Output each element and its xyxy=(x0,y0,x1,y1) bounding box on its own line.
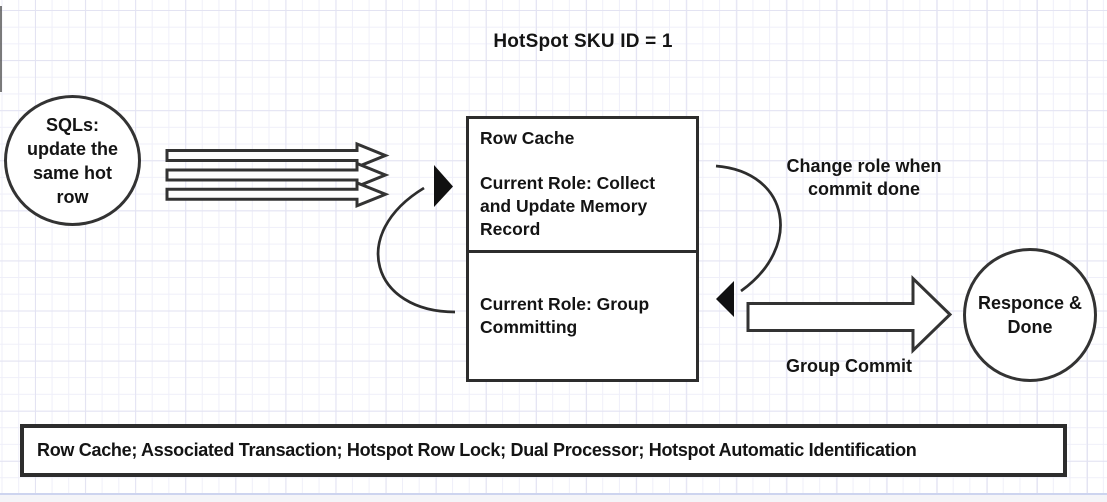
response-circle-label: Responce & Done xyxy=(977,293,1083,337)
group-commit-arrow xyxy=(746,274,953,355)
sqls-source-label: SQLs: update the same hot row xyxy=(26,114,118,207)
feature-banner: Row Cache; Associated Transaction; Hotsp… xyxy=(20,424,1067,477)
response-circle: Responce & Done xyxy=(963,248,1097,382)
role-switch-arrow-left xyxy=(376,186,456,314)
change-role-label: Change role when commit done xyxy=(786,156,942,199)
bottom-margin-strip xyxy=(0,495,1107,502)
input-arrow-2 xyxy=(165,161,390,189)
input-arrow-1 xyxy=(165,141,390,170)
role-switch-arrowhead-left-pointing xyxy=(716,281,734,317)
input-arrows xyxy=(165,141,390,209)
role-switch-arrowhead-right-pointing xyxy=(434,165,453,207)
row-cache-header: Row Cache xyxy=(480,128,575,148)
feature-banner-text: Row Cache; Associated Transaction; Hotsp… xyxy=(37,440,917,460)
bottom-grid-accent-line xyxy=(0,493,1107,495)
diagram-title: HotSpot SKU ID = 1 xyxy=(493,31,673,52)
collect-role-text: Current Role: Collect and Update Memory … xyxy=(480,173,656,239)
role-switch-arrow-right xyxy=(715,164,782,293)
row-cache-top-section: Row Cache Current Role: Collect and Upda… xyxy=(469,119,696,253)
sqls-source-circle: SQLs: update the same hot row xyxy=(4,95,141,226)
row-cache-box: Row Cache Current Role: Collect and Upda… xyxy=(466,116,699,382)
left-edge-artifact-line xyxy=(0,6,2,92)
group-committing-role-text: Current Role: Group Committing xyxy=(480,294,650,337)
group-commit-label: Group Commit xyxy=(786,356,912,376)
row-cache-bottom-section: Current Role: Group Committing xyxy=(469,253,696,379)
input-arrow-3 xyxy=(165,180,390,209)
